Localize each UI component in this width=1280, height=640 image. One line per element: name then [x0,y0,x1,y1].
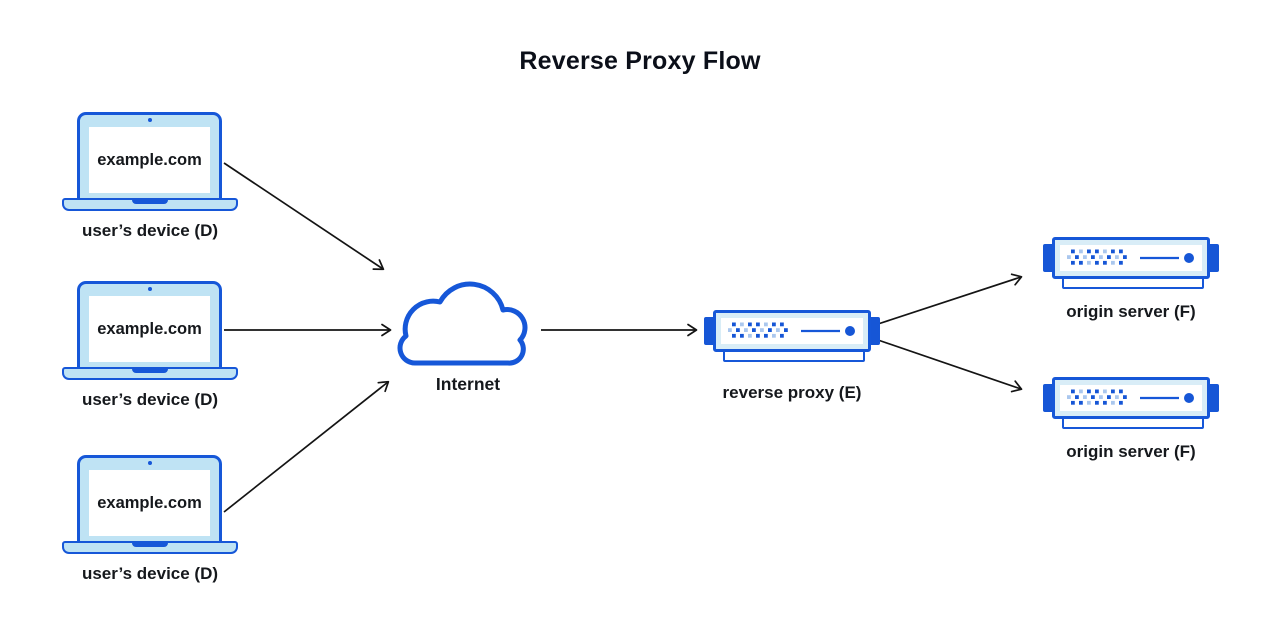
laptop-icon: example.com [62,455,238,555]
arrow-proxy-to-origin2 [877,339,1023,393]
laptop-body: example.com [77,281,222,371]
internet-label: Internet [435,374,501,394]
server-front-pattern [728,322,855,338]
laptop-notch [132,200,168,204]
arrow-device3-to-internet [223,380,390,513]
arrow-proxy-to-origin1 [877,273,1023,325]
server-icon [1043,237,1219,289]
internet-cloud-icon [397,281,528,366]
server-front [1052,237,1210,279]
server-side-tab [868,317,880,345]
laptop-icon: example.com [62,112,238,212]
server-icon [704,310,880,362]
laptop-base [62,367,238,380]
laptop-notch [132,543,168,547]
diagram-title: Reverse Proxy Flow [519,47,761,75]
device-label: user’s device (D) [81,390,219,409]
user-device-3: example.com user’s device (D) [62,455,238,584]
laptop-camera-icon [147,287,152,291]
server-front-pattern [1067,389,1194,405]
server-front [1052,377,1210,419]
laptop-base [62,541,238,554]
laptop-screen-text: example.com [89,127,210,193]
origin-server-label: origin server (F) [1066,302,1196,321]
laptop-notch [132,369,168,373]
laptop-camera-icon [147,118,152,122]
server-front-pattern [1067,249,1194,265]
arrow-device1-to-internet [223,162,385,271]
server-side-tab [1207,384,1219,412]
laptop-screen-text: example.com [89,296,210,362]
server-front [713,310,871,352]
laptop-camera-icon [147,461,152,465]
user-device-2: example.com user’s device (D) [62,281,238,410]
laptop-body: example.com [77,112,222,202]
reverse-proxy-label: reverse proxy (E) [722,383,862,402]
server-front-panel [721,318,863,344]
server-front-panel [1060,385,1202,411]
device-label: user’s device (D) [81,221,219,240]
user-device-1: example.com user’s device (D) [62,112,238,241]
origin-server-2: origin server (F) [1043,377,1219,462]
laptop-base [62,198,238,211]
origin-server-1: origin server (F) [1043,237,1219,322]
origin-server-label: origin server (F) [1066,442,1196,461]
server-icon [1043,377,1219,429]
server-side-tab [1207,244,1219,272]
reverse-proxy: reverse proxy (E) [704,310,880,403]
laptop-body: example.com [77,455,222,545]
laptop-icon: example.com [62,281,238,381]
laptop-screen-text: example.com [89,470,210,536]
device-label: user’s device (D) [81,564,219,583]
server-front-panel [1060,245,1202,271]
